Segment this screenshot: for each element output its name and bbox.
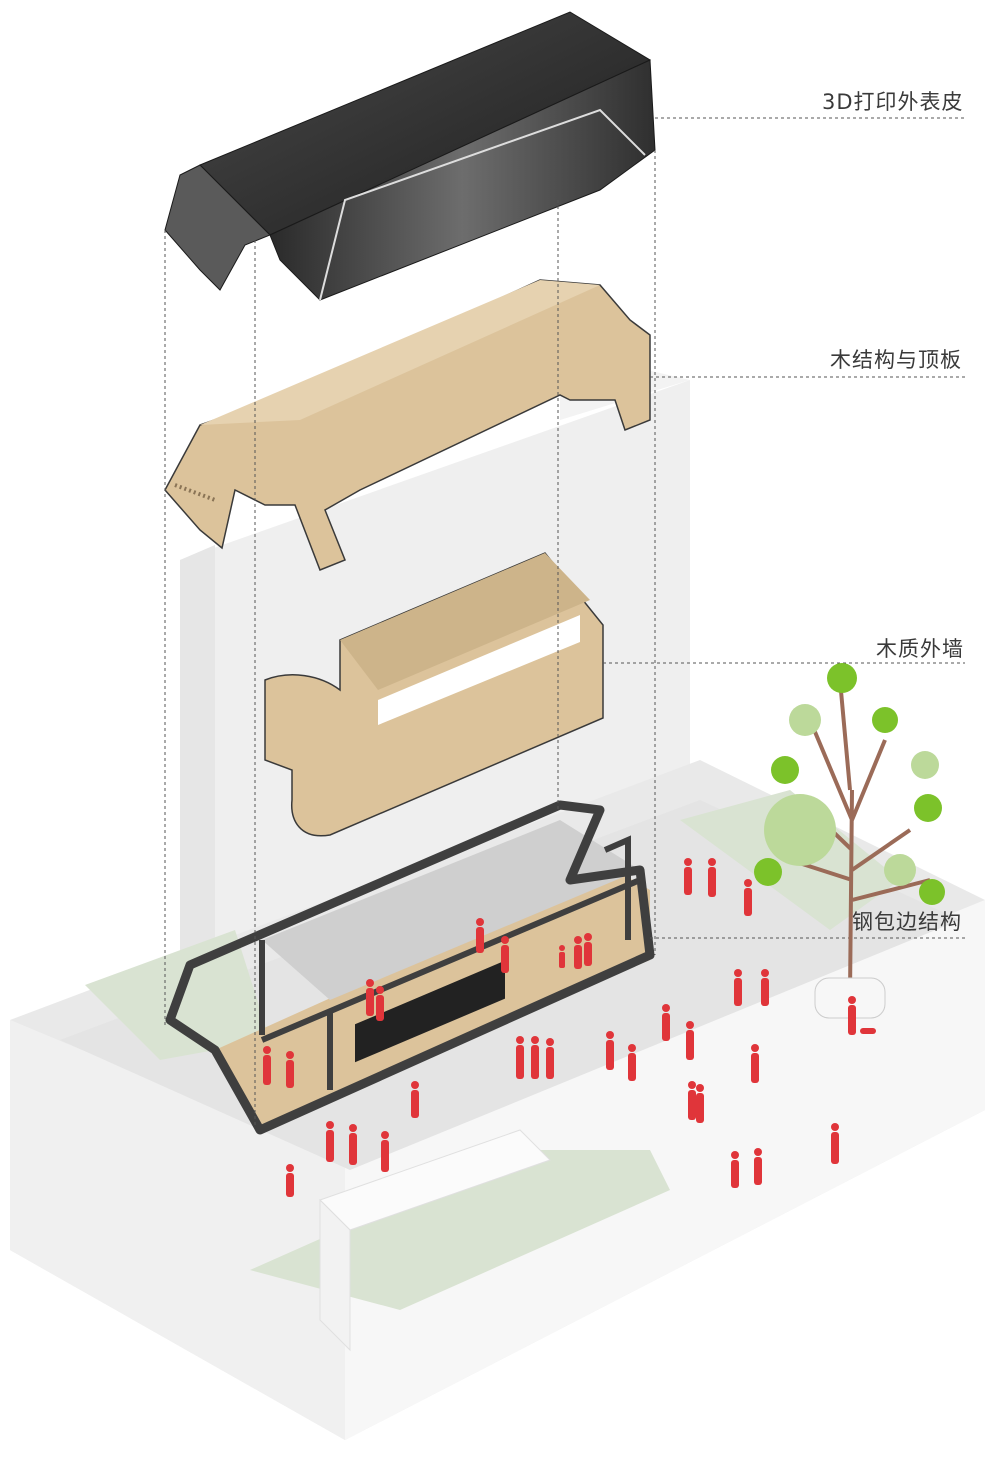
projection-lines [164, 150, 656, 1125]
person [684, 858, 692, 895]
label-3d-printed-skin: 3D打印外表皮 [822, 90, 964, 114]
label-steel-edge-structure: 钢包边结构 [852, 910, 962, 934]
label-wood-structure-roof: 木结构与顶板 [830, 348, 962, 372]
person [286, 1051, 294, 1088]
person [531, 1036, 539, 1079]
person [516, 1036, 524, 1079]
person [628, 1044, 636, 1081]
person [734, 969, 742, 1006]
person [754, 1148, 762, 1185]
person [662, 1004, 670, 1041]
person [411, 1081, 419, 1118]
person [476, 918, 484, 953]
person [376, 986, 384, 1021]
person [606, 1031, 614, 1070]
person [349, 1124, 357, 1165]
person [688, 1081, 696, 1120]
leader-lines [603, 117, 965, 939]
skin-layer [164, 11, 656, 301]
person [381, 1131, 389, 1172]
person [831, 1123, 839, 1164]
person [501, 936, 509, 973]
dog [860, 1028, 876, 1034]
person [574, 936, 582, 969]
tree [754, 663, 945, 1019]
person [326, 1121, 334, 1162]
wood-structure-layer [164, 279, 651, 571]
wood-wall-layer [264, 552, 604, 837]
person [263, 1046, 271, 1085]
person [744, 879, 752, 916]
person [559, 945, 565, 968]
person [546, 1038, 554, 1079]
person [686, 1021, 694, 1060]
ground-bench [319, 1129, 551, 1352]
person [731, 1151, 739, 1188]
people [263, 858, 876, 1197]
steel-frame-layer [165, 800, 655, 1135]
person [366, 979, 374, 1016]
person [286, 1164, 294, 1197]
person [708, 858, 716, 897]
person [848, 996, 856, 1035]
person [761, 969, 769, 1006]
person [584, 933, 592, 966]
person [696, 1084, 704, 1123]
person [751, 1044, 759, 1083]
label-wood-exterior-wall: 木质外墙 [876, 637, 964, 661]
